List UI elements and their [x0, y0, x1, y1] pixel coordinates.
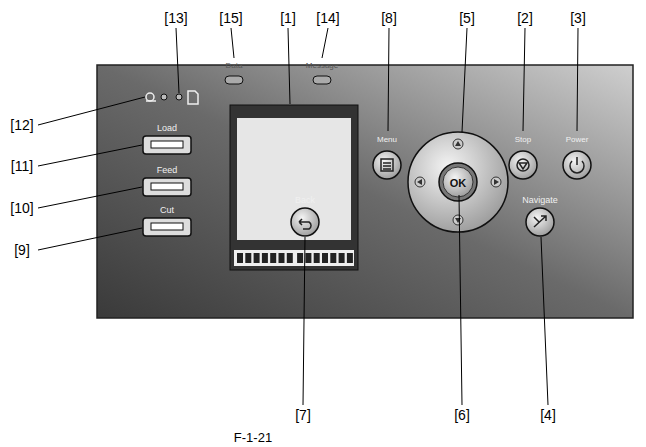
panel-label: Data: [226, 62, 243, 70]
panel-label: Cut: [160, 206, 174, 215]
callout-number: [9]: [14, 243, 30, 257]
callout-number: [3]: [570, 11, 586, 25]
panel-label: OK: [450, 178, 467, 189]
callout-number: [7]: [295, 408, 311, 422]
callout-number: [12]: [10, 118, 33, 132]
callout-number: [2]: [517, 11, 533, 25]
panel-label: Load: [157, 124, 177, 133]
panel-label: Message: [306, 62, 338, 70]
callout-number: [1]: [280, 11, 296, 25]
callout-number: [10]: [10, 201, 33, 215]
callout-number: [11]: [11, 159, 33, 173]
panel-label: Menu: [377, 136, 397, 144]
callout-number: [4]: [540, 408, 556, 422]
panel-label: Power: [566, 136, 589, 144]
panel-label: Feed: [157, 166, 178, 175]
callout-number: [14]: [316, 11, 339, 25]
figure-caption: F-1-21: [234, 431, 272, 444]
callout-number: [5]: [459, 11, 475, 25]
panel-label: Navigate: [522, 196, 558, 205]
callout-number: [15]: [219, 11, 242, 25]
callout-number: [8]: [381, 11, 397, 25]
panel-label: Back: [295, 196, 315, 205]
callout-number: [13]: [164, 11, 187, 25]
panel-label: Stop: [515, 136, 531, 144]
callout-number: [6]: [454, 408, 470, 422]
